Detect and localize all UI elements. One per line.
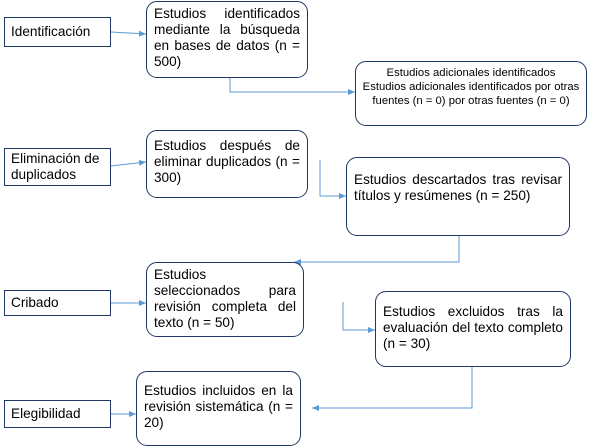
additional-line-2: Estudios adicionales identificados por o…	[362, 81, 580, 107]
arrow-identificacion-to-identified	[110, 30, 147, 37]
stage-identificacion-label: Identificación	[11, 24, 91, 39]
arrow-discarded-to-selected	[294, 236, 460, 265]
arrow-excluded-to-included	[312, 367, 473, 411]
arrow-selected-to-excluded	[342, 302, 375, 333]
identified-text: Estudios identificados mediante la búsqu…	[154, 6, 300, 69]
stage-duplicados-label: Eliminación de duplicados	[11, 151, 100, 182]
arrow-after-to-discarded	[319, 160, 346, 199]
excluded-text: Estudios excluidos tras la evaluación de…	[383, 304, 563, 351]
additional-line-1: Estudios adicionales identificados	[386, 67, 556, 79]
stage-eliminacion-duplicados: Eliminación de duplicados	[4, 148, 111, 186]
arrow-identified-to-additional	[229, 78, 355, 95]
discarded-text: Estudios descartados tras revisar título…	[354, 172, 562, 203]
stage-cribado-label: Cribado	[11, 295, 59, 310]
box-after-duplicates: Estudios después de eliminar duplicados …	[146, 130, 308, 198]
stage-elegibilidad: Elegibilidad	[4, 400, 111, 428]
box-discarded-titles: Estudios descartados tras revisar título…	[346, 157, 570, 236]
box-additional-sources: Estudios adicionales identificados Estud…	[355, 61, 587, 126]
stage-elegibilidad-label: Elegibilidad	[11, 406, 81, 421]
box-identified-database: Estudios identificados mediante la búsqu…	[146, 1, 308, 78]
box-included-review: Estudios incluidos en la revisión sistem…	[136, 371, 301, 446]
selected-text: Estudios seleccionados para revisión com…	[154, 267, 296, 330]
stage-identificacion: Identificación	[4, 17, 111, 47]
box-selected-full-text: Estudios seleccionados para revisión com…	[146, 262, 304, 337]
included-text: Estudios incluidos en la revisión sistem…	[144, 383, 293, 430]
arrow-duplicados-to-after	[110, 159, 147, 167]
after-duplicates-text: Estudios después de eliminar duplicados …	[154, 138, 300, 185]
stage-cribado: Cribado	[4, 290, 111, 316]
box-excluded-full-text: Estudios excluidos tras la evaluación de…	[375, 291, 571, 367]
